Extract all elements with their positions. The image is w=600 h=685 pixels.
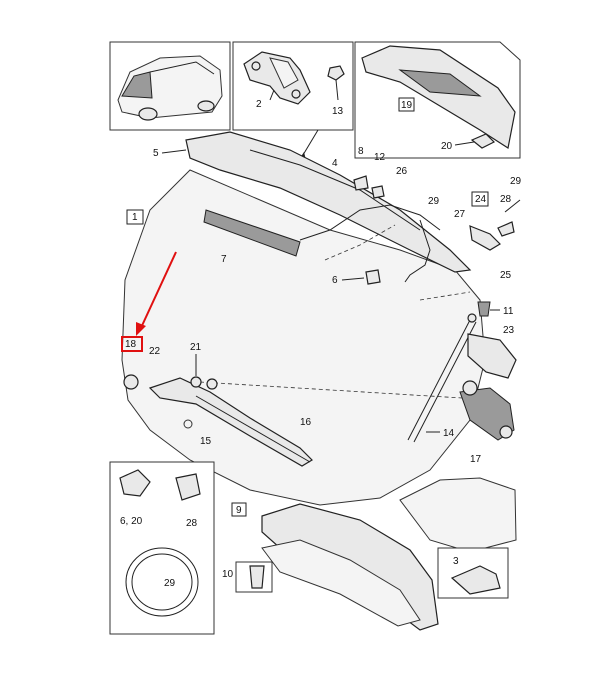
label-8: 8 — [358, 146, 364, 157]
spoiler-icon — [361, 45, 516, 149]
label-2: 2 — [256, 99, 262, 110]
tail-lamp — [399, 477, 517, 553]
label-14: 14 — [443, 428, 455, 439]
label-27: 27 — [454, 209, 466, 220]
spoiler-inset: 19 20 — [354, 41, 521, 159]
label-22: 22 — [149, 346, 161, 357]
label-24: 24 — [475, 194, 487, 205]
label-26: 26 — [396, 166, 408, 177]
label-17: 17 — [470, 454, 482, 465]
label-25: 25 — [500, 270, 512, 281]
highlight-box-18 — [121, 336, 143, 352]
label-28: 28 — [500, 194, 512, 205]
label-16: 16 — [300, 417, 312, 428]
label-29: 29 — [428, 196, 440, 207]
label-9: 9 — [236, 505, 242, 516]
label-15: 15 — [200, 436, 212, 447]
label-21: 21 — [190, 342, 202, 353]
label-7: 7 — [221, 254, 227, 265]
label-5: 5 — [153, 148, 159, 159]
label-23: 23 — [503, 325, 515, 336]
label-28-inset: 28 — [186, 518, 198, 529]
brake-light — [203, 209, 301, 257]
upper-spoiler — [185, 131, 472, 273]
tailgate-glass — [121, 169, 486, 506]
label-13: 13 — [332, 106, 344, 117]
hinge-inset: 2 13 — [232, 41, 354, 131]
wiper-motor-icon — [459, 333, 517, 441]
label-11: 11 — [503, 306, 514, 317]
grommet-18 — [123, 374, 139, 390]
label-18: 18 — [125, 339, 137, 350]
highlight-arrow — [139, 251, 177, 331]
label-6: 6 — [332, 275, 338, 286]
label-19: 19 — [401, 100, 413, 111]
label-29-inset: 29 — [164, 578, 176, 589]
car-thumbnail-icon — [117, 55, 223, 121]
hinge-icon — [243, 51, 345, 105]
label-10: 10 — [222, 569, 234, 580]
label-29-right: 29 — [510, 176, 522, 187]
wiper-arm — [148, 377, 313, 467]
label-20: 20 — [441, 141, 453, 152]
label-3: 3 — [453, 556, 459, 567]
car-thumbnail-inset — [109, 41, 231, 131]
label-6-20: 6, 20 — [120, 516, 143, 527]
label-1: 1 — [132, 212, 138, 223]
screw-icon — [477, 301, 491, 317]
label-12: 12 — [374, 152, 386, 163]
label-4: 4 — [332, 158, 338, 169]
